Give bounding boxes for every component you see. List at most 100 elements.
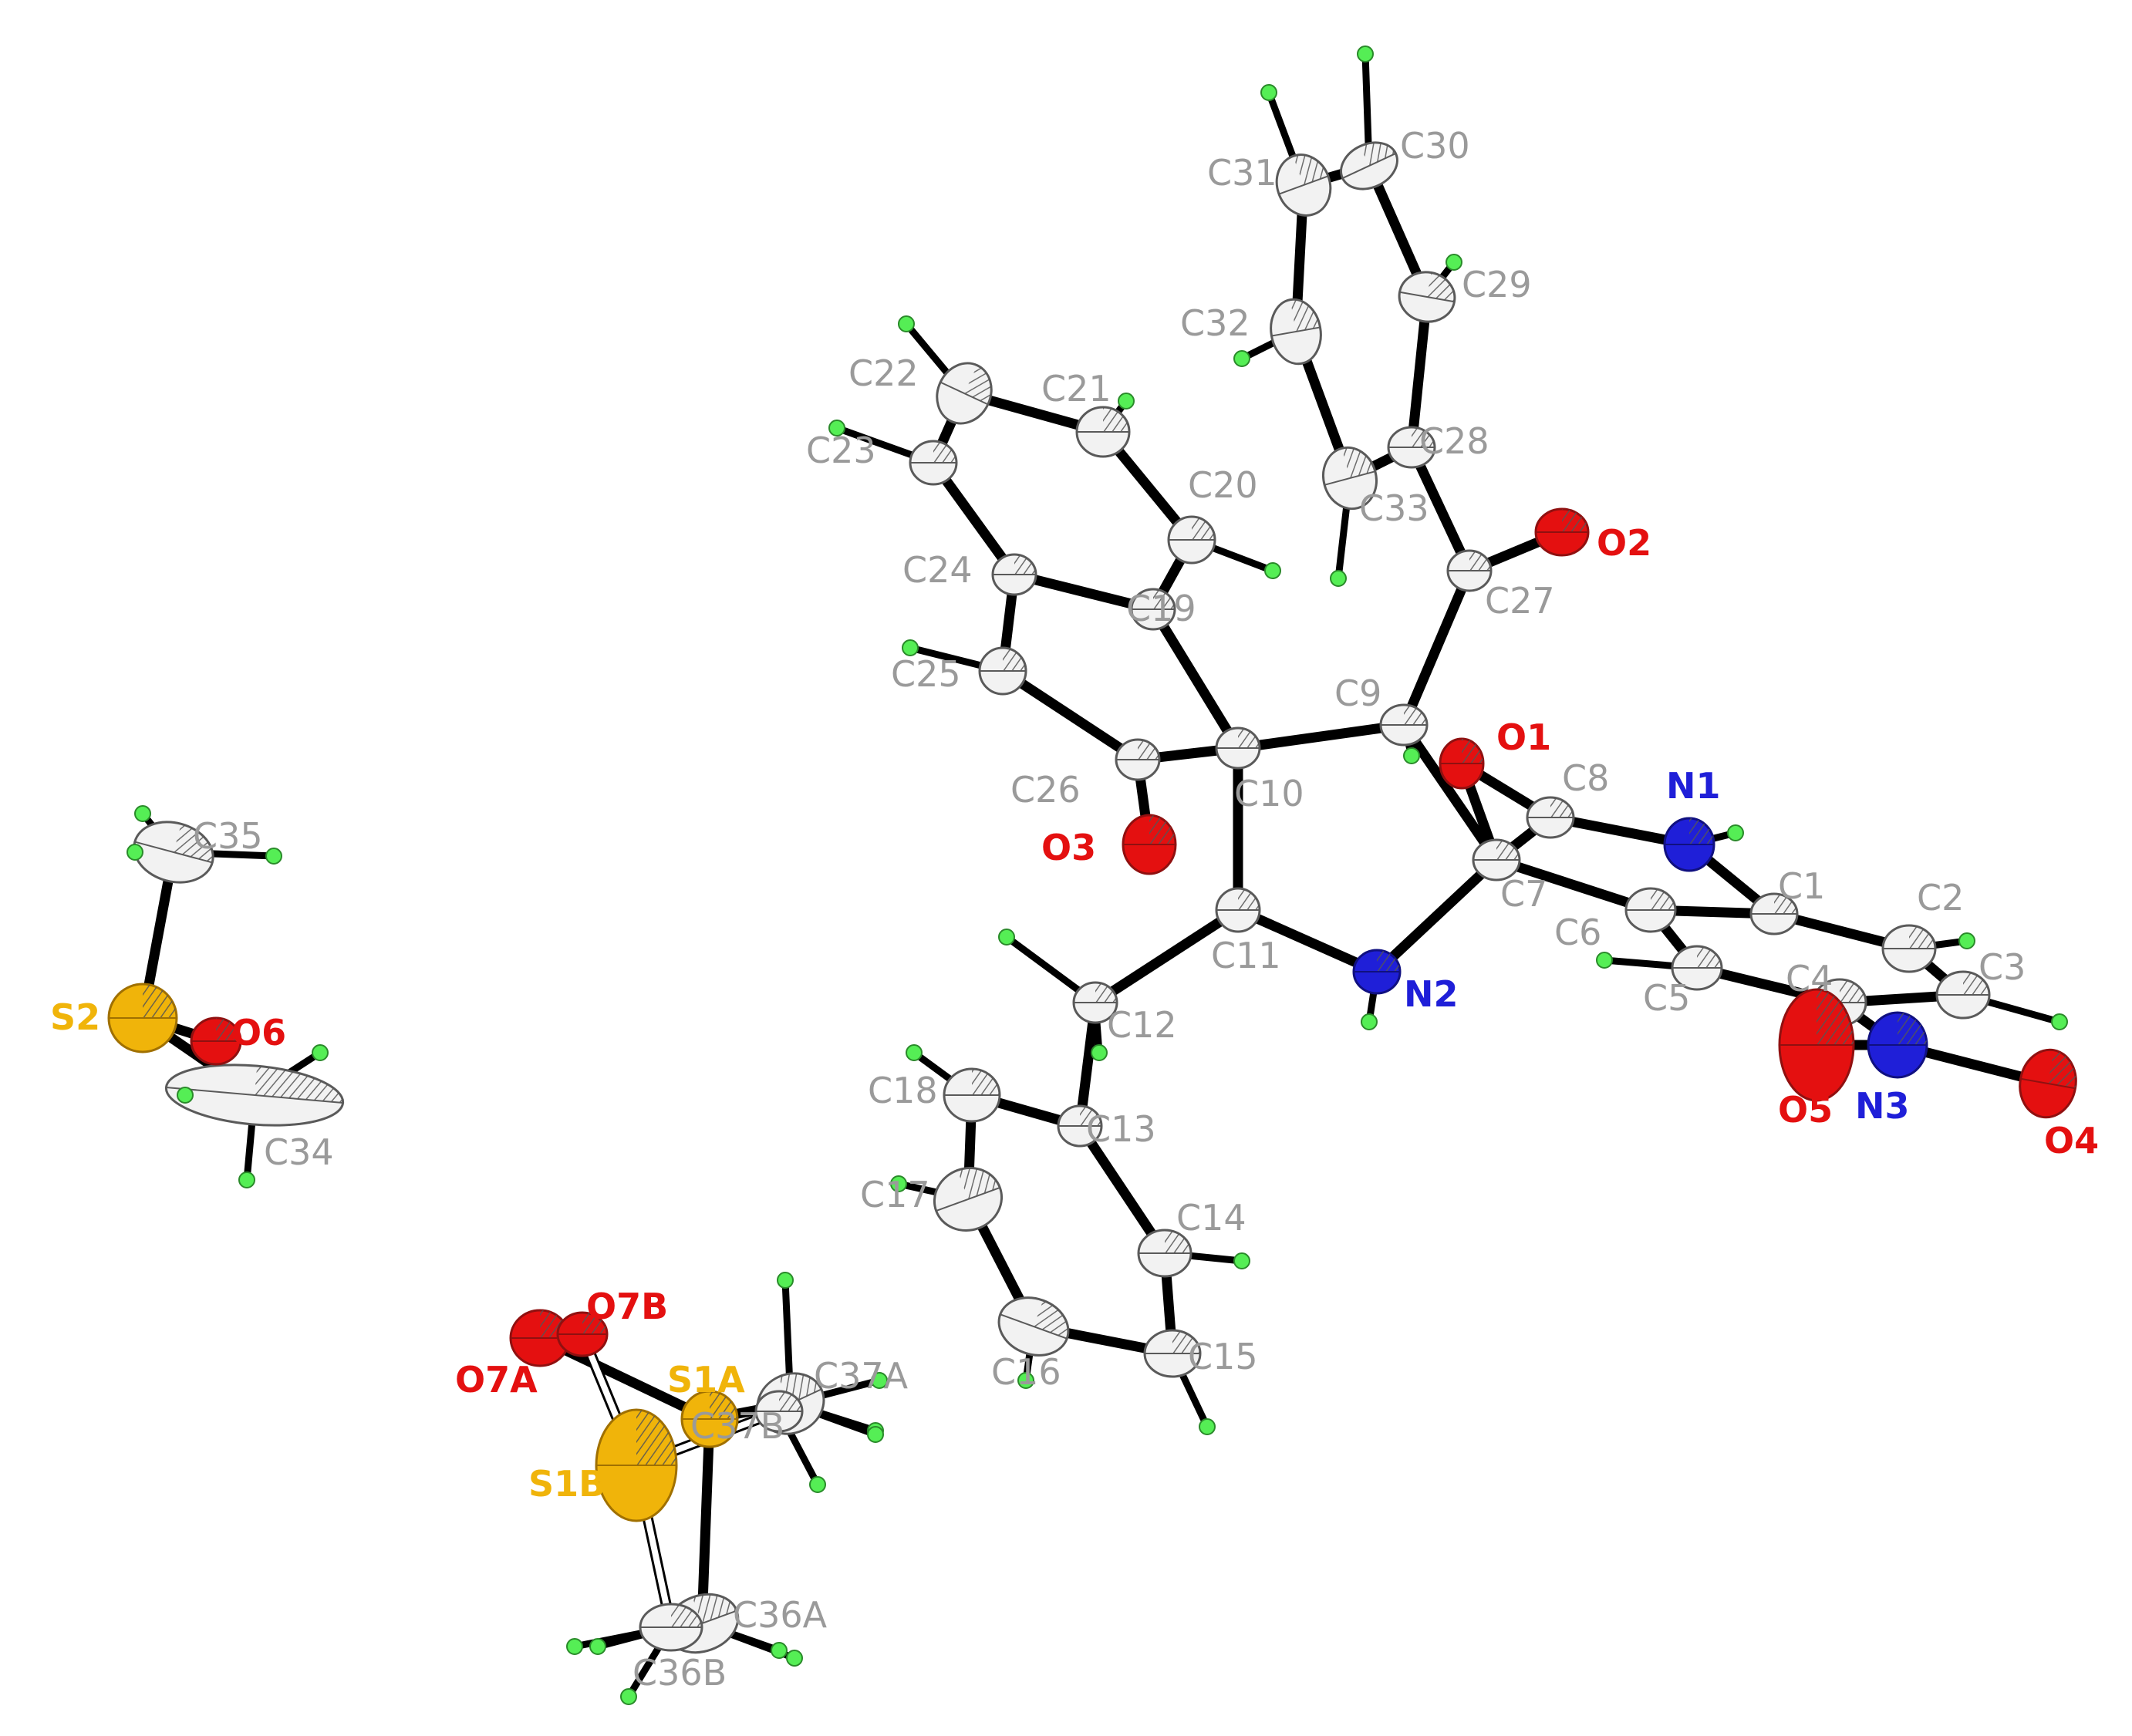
- atom-octant-c10: [1238, 728, 1260, 748]
- atom-octant-c12: [1095, 983, 1117, 1003]
- atoms-layer: [107, 141, 2077, 1654]
- atom-o2: [1534, 507, 1590, 557]
- atom-c36b: [639, 1603, 703, 1652]
- atom-label-o7b: O7B: [586, 1286, 668, 1327]
- atom-label-n3: N3: [1855, 1085, 1910, 1127]
- hydrogen-atom-C34-26: [177, 1087, 194, 1104]
- atom-label-c12: C12: [1107, 1004, 1177, 1046]
- atom-octant-c36a: [692, 1594, 737, 1623]
- atom-c18: [943, 1067, 1001, 1123]
- atom-octant-o5: [1817, 989, 1854, 1045]
- atom-label-c15: C15: [1188, 1336, 1258, 1377]
- atom-c3: [1935, 970, 1991, 1020]
- atom-label-c3: C3: [1979, 946, 2026, 988]
- atom-octant-c13: [1080, 1106, 1101, 1126]
- atom-c34: [164, 1064, 345, 1127]
- hydrogen-atom-C20-8: [1264, 562, 1281, 579]
- atom-octant-c24: [1014, 555, 1036, 575]
- hydrogen-atom-C14-3: [1233, 1252, 1250, 1269]
- hydrogen-atom-C36B-38: [589, 1638, 606, 1655]
- atom-octant-c22: [964, 365, 992, 405]
- atom-octant-c9: [1404, 705, 1427, 725]
- hydrogen-atom-C34-28: [238, 1171, 255, 1188]
- bond-N2-C11: [1233, 905, 1382, 977]
- atom-label-c30: C30: [1400, 125, 1470, 167]
- hydrogen-bonds-layer: [131, 50, 2063, 1701]
- atom-octant-c18: [972, 1069, 1000, 1095]
- atom-octant-c3: [1963, 972, 1989, 995]
- atom-octant-c29: [1427, 272, 1455, 302]
- hydrogen-atom-C16-5: [1017, 1372, 1034, 1389]
- atom-octant-c4: [1840, 979, 1866, 1003]
- atom-c15: [1143, 1329, 1202, 1378]
- atom-label-n2: N2: [1404, 973, 1459, 1015]
- hydrogen-atom-C18-7: [906, 1044, 923, 1061]
- atom-label-c36b: C36B: [633, 1652, 727, 1694]
- atom-octant-s2: [143, 984, 177, 1018]
- hydrogen-atom-C15-4: [1199, 1418, 1216, 1435]
- atom-axis-c16: [1000, 1313, 1068, 1340]
- atom-label-c20: C20: [1188, 464, 1258, 506]
- atom-label-o7a: O7A: [455, 1359, 538, 1401]
- hydrogen-atom-C35-24: [127, 844, 143, 861]
- atom-label-c21: C21: [1041, 368, 1112, 410]
- hydrogen-atom-C32-16: [1233, 350, 1250, 367]
- atom-label-s1b: S1B: [528, 1463, 606, 1505]
- atom-octant-c32: [1290, 299, 1321, 332]
- atom-c12: [1072, 981, 1118, 1024]
- atom-c7: [1472, 838, 1521, 881]
- hydrogen-atom-C35-25: [265, 848, 282, 865]
- atom-c10: [1215, 726, 1261, 770]
- atom-octant-c31: [1293, 154, 1328, 185]
- atom-label-c33: C33: [1359, 487, 1429, 529]
- atom-n1: [1663, 817, 1715, 872]
- hydrogen-atom-C17-6: [890, 1175, 907, 1192]
- atom-c11: [1215, 887, 1261, 933]
- atom-c28: [1387, 426, 1436, 469]
- atom-octant-c33: [1341, 447, 1375, 478]
- atom-label-c1: C1: [1778, 865, 1825, 907]
- atom-c9: [1379, 703, 1429, 747]
- atom-label-c5: C5: [1643, 977, 1690, 1019]
- atom-octant-c28: [1412, 427, 1435, 447]
- bond-C13-C14: [1074, 1121, 1170, 1259]
- bond-C7-C9: [1398, 720, 1502, 865]
- atom-c21: [1075, 406, 1131, 458]
- atom-label-o4: O4: [2044, 1120, 2099, 1161]
- hydrogen-atom-C36A-35: [786, 1650, 803, 1667]
- atom-label-c28: C28: [1419, 420, 1489, 462]
- hydrogen-atom-C36B-37: [620, 1688, 637, 1705]
- atom-label-c25: C25: [891, 653, 961, 695]
- atom-label-c7: C7: [1500, 873, 1547, 915]
- hydrogen-atom-C22-10: [898, 315, 915, 332]
- atom-c29: [1398, 271, 1456, 323]
- atom-label-c37b: C37B: [690, 1405, 784, 1447]
- atom-octant-c37b: [779, 1391, 802, 1411]
- atom-label-o1: O1: [1496, 716, 1551, 758]
- atom-octant-c2: [1909, 925, 1935, 949]
- hydrogen-atom-C9-20: [1403, 747, 1420, 764]
- bond-C26-C25: [997, 666, 1143, 765]
- atom-octant-c30: [1360, 142, 1396, 166]
- atom-octant-c21: [1103, 407, 1129, 432]
- hydrogen-atom-C12-18: [998, 929, 1015, 946]
- hydrogen-atom-C3-1: [2051, 1013, 2068, 1030]
- atom-octant-s1a: [710, 1391, 737, 1419]
- hydrogen-atom-C35-23: [134, 805, 151, 822]
- atom-c17: [933, 1167, 1004, 1232]
- atom-axis-c35: [134, 841, 213, 864]
- atom-label-c2: C2: [1917, 877, 1964, 919]
- atom-o3: [1122, 814, 1177, 875]
- atom-c37b: [754, 1390, 804, 1433]
- hydrogen-atom-N2-22: [1361, 1013, 1378, 1030]
- atom-octant-o1: [1462, 739, 1483, 764]
- atom-o7b: [556, 1311, 609, 1357]
- atom-c27: [1446, 549, 1493, 592]
- atom-octant-c15: [1172, 1330, 1200, 1353]
- atom-label-c23: C23: [806, 430, 876, 471]
- atom-label-c19: C19: [1126, 588, 1196, 629]
- atom-axis-c33: [1324, 470, 1376, 486]
- atom-label-c35: C35: [193, 815, 263, 857]
- bond-C10-C19: [1148, 604, 1243, 753]
